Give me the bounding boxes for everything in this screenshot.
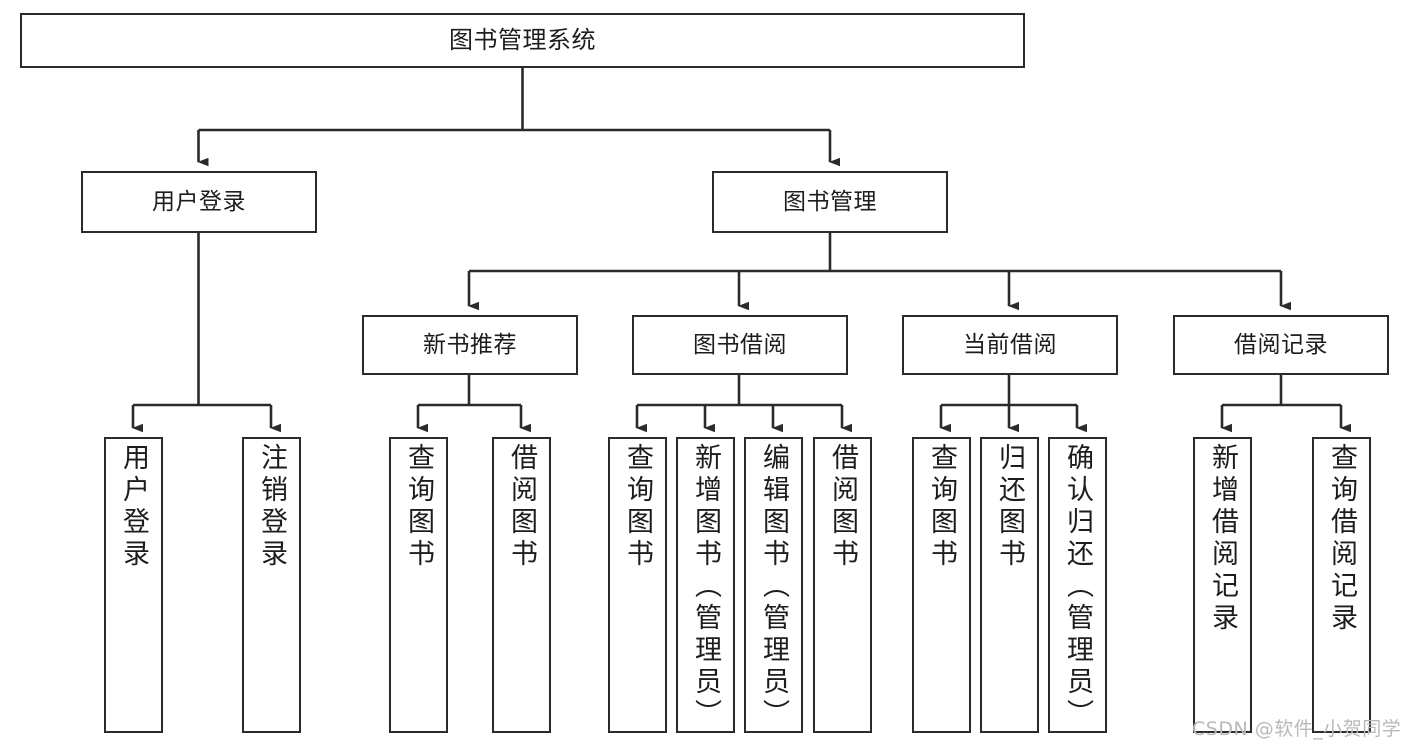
node-label: 借阅图书 xyxy=(827,443,858,571)
node-label: 查询借阅记录 xyxy=(1326,443,1357,635)
node-label: 确认归还（管理员） xyxy=(1062,443,1093,731)
connector-group-root xyxy=(197,68,840,167)
leaf-logout[interactable]: 注销登录 xyxy=(242,437,301,733)
connector-group-record-leaves xyxy=(1220,375,1351,433)
node-label: 图书管理系统 xyxy=(449,25,596,54)
connector-group-book-management xyxy=(467,233,1291,311)
node-label: 编辑图书（管理员） xyxy=(758,443,789,731)
node-label: 用户登录 xyxy=(118,443,149,571)
node-label: 查询图书 xyxy=(403,443,434,571)
node-label: 注销登录 xyxy=(256,443,287,571)
node-label: 图书管理 xyxy=(783,188,877,215)
leaf-query-borrow-record[interactable]: 查询借阅记录 xyxy=(1312,437,1371,733)
leaf-user-login[interactable]: 用户登录 xyxy=(104,437,163,733)
node-borrowing-records[interactable]: 借阅记录 xyxy=(1173,315,1389,375)
leaf-borrow-books-recommend[interactable]: 借阅图书 xyxy=(492,437,551,733)
node-root-library-management-system[interactable]: 图书管理系统 xyxy=(20,13,1025,68)
node-label: 借阅记录 xyxy=(1234,331,1328,358)
node-label: 借阅图书 xyxy=(506,443,537,571)
leaf-query-books-current[interactable]: 查询图书 xyxy=(912,437,971,733)
node-label: 用户登录 xyxy=(152,188,246,215)
node-label: 图书借阅 xyxy=(693,331,787,358)
leaf-borrow-books[interactable]: 借阅图书 xyxy=(813,437,872,733)
node-new-book-recommendation[interactable]: 新书推荐 xyxy=(362,315,578,375)
leaf-edit-book-admin[interactable]: 编辑图书（管理员） xyxy=(744,437,803,733)
connector-group-recommend-leaves xyxy=(416,375,531,433)
node-label: 当前借阅 xyxy=(963,331,1057,358)
node-label: 归还图书 xyxy=(994,443,1025,571)
connector-group-current-leaves xyxy=(939,375,1087,433)
leaf-query-books-recommend[interactable]: 查询图书 xyxy=(389,437,448,733)
node-user-login[interactable]: 用户登录 xyxy=(81,171,317,233)
leaf-add-book-admin[interactable]: 新增图书（管理员） xyxy=(676,437,735,733)
node-label: 新增借阅记录 xyxy=(1207,443,1238,635)
leaf-query-books-borrow[interactable]: 查询图书 xyxy=(608,437,667,733)
node-label: 新书推荐 xyxy=(423,331,517,358)
node-book-management[interactable]: 图书管理 xyxy=(712,171,948,233)
leaf-add-borrow-record[interactable]: 新增借阅记录 xyxy=(1193,437,1252,733)
node-book-borrowing[interactable]: 图书借阅 xyxy=(632,315,848,375)
node-label: 新增图书（管理员） xyxy=(690,443,721,731)
node-current-borrowing[interactable]: 当前借阅 xyxy=(902,315,1118,375)
leaf-return-books[interactable]: 归还图书 xyxy=(980,437,1039,733)
node-label: 查询图书 xyxy=(926,443,957,571)
connector-group-user-login-leaves xyxy=(131,233,281,433)
node-label: 查询图书 xyxy=(622,443,653,571)
leaf-confirm-return-admin[interactable]: 确认归还（管理员） xyxy=(1048,437,1107,733)
connector-group-borrow-leaves xyxy=(635,375,852,433)
